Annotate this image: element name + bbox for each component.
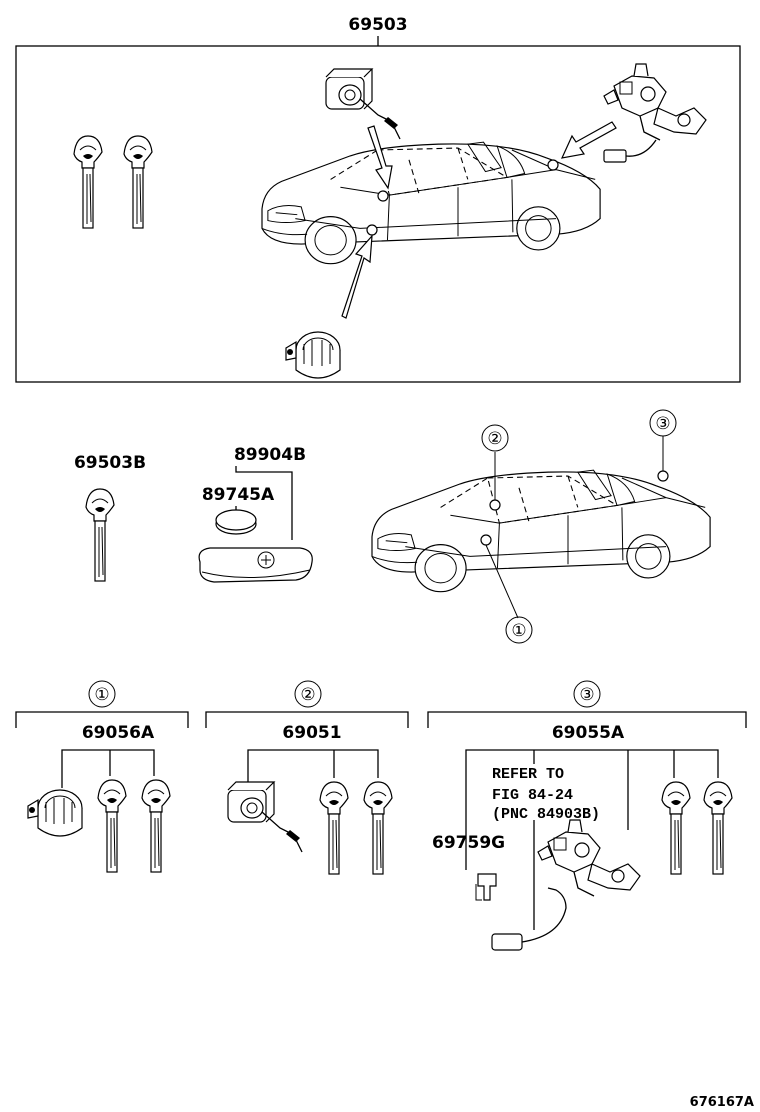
callout-1: ① (511, 621, 526, 641)
set-1-part-number: 69056A (82, 723, 155, 743)
key-icon (97, 779, 127, 873)
set-3-bracket (427, 711, 747, 728)
door-lock-cylinder-icon (285, 331, 341, 379)
main-set-part-number: 69503 (348, 15, 407, 35)
main-set-frame (15, 45, 741, 383)
set-2-bracket (205, 711, 409, 728)
door-lock-cylinder-icon (27, 789, 83, 837)
callout-2: ② (487, 429, 502, 449)
figure-code: 676167A (690, 1095, 754, 1110)
refer-note-line-1: REFER TO (492, 766, 564, 783)
clip-icon (475, 873, 497, 901)
ignition-lock-cylinder-icon (325, 68, 401, 140)
set-2-callout: ② (300, 685, 315, 705)
ignition-lock-cylinder-icon (537, 819, 641, 897)
key-icon (703, 781, 733, 875)
callout-3: ③ (655, 414, 670, 434)
key-icon (319, 781, 349, 875)
connector-icon (603, 149, 627, 163)
key-icon (363, 781, 393, 875)
trunk-lock-cylinder-icon (603, 63, 707, 141)
battery-part-number: 89745A (202, 485, 275, 505)
key-icon (141, 779, 171, 873)
set-1-callout: ① (94, 685, 109, 705)
key-transmitter-icon (198, 547, 313, 583)
door-lock-cylinder-icon (227, 781, 303, 853)
transmitter-part-number: 89904B (234, 445, 306, 465)
key-icon (73, 135, 103, 229)
key-icon (85, 488, 115, 582)
set-1-bracket (15, 711, 189, 728)
set-3-part-number: 69055A (552, 723, 625, 743)
connector-icon (491, 933, 523, 951)
set-3-callout: ③ (579, 685, 594, 705)
key-blank-part-number: 69503B (74, 453, 146, 473)
car-icon (261, 141, 601, 265)
key-icon (661, 781, 691, 875)
set-3-extra-part-number: 69759G (432, 833, 505, 853)
set-2-part-number: 69051 (282, 723, 341, 743)
car-icon (371, 469, 711, 593)
refer-note-line-3: (PNC 84903B) (492, 806, 600, 823)
key-icon (123, 135, 153, 229)
refer-note-line-2: FIG 84-24 (492, 787, 573, 804)
